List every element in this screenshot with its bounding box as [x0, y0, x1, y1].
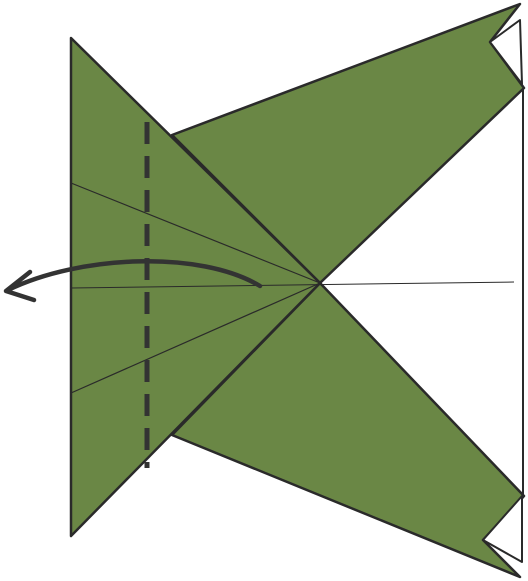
upper-notch [489, 19, 523, 85]
upper-crease [70, 182, 321, 284]
lower-crease [70, 282, 321, 394]
lower-notch [482, 495, 523, 563]
left-triangle [69, 36, 322, 538]
arrow-head-icon [3, 269, 37, 303]
fold-arrow [5, 259, 263, 293]
center-crease [70, 281, 515, 289]
